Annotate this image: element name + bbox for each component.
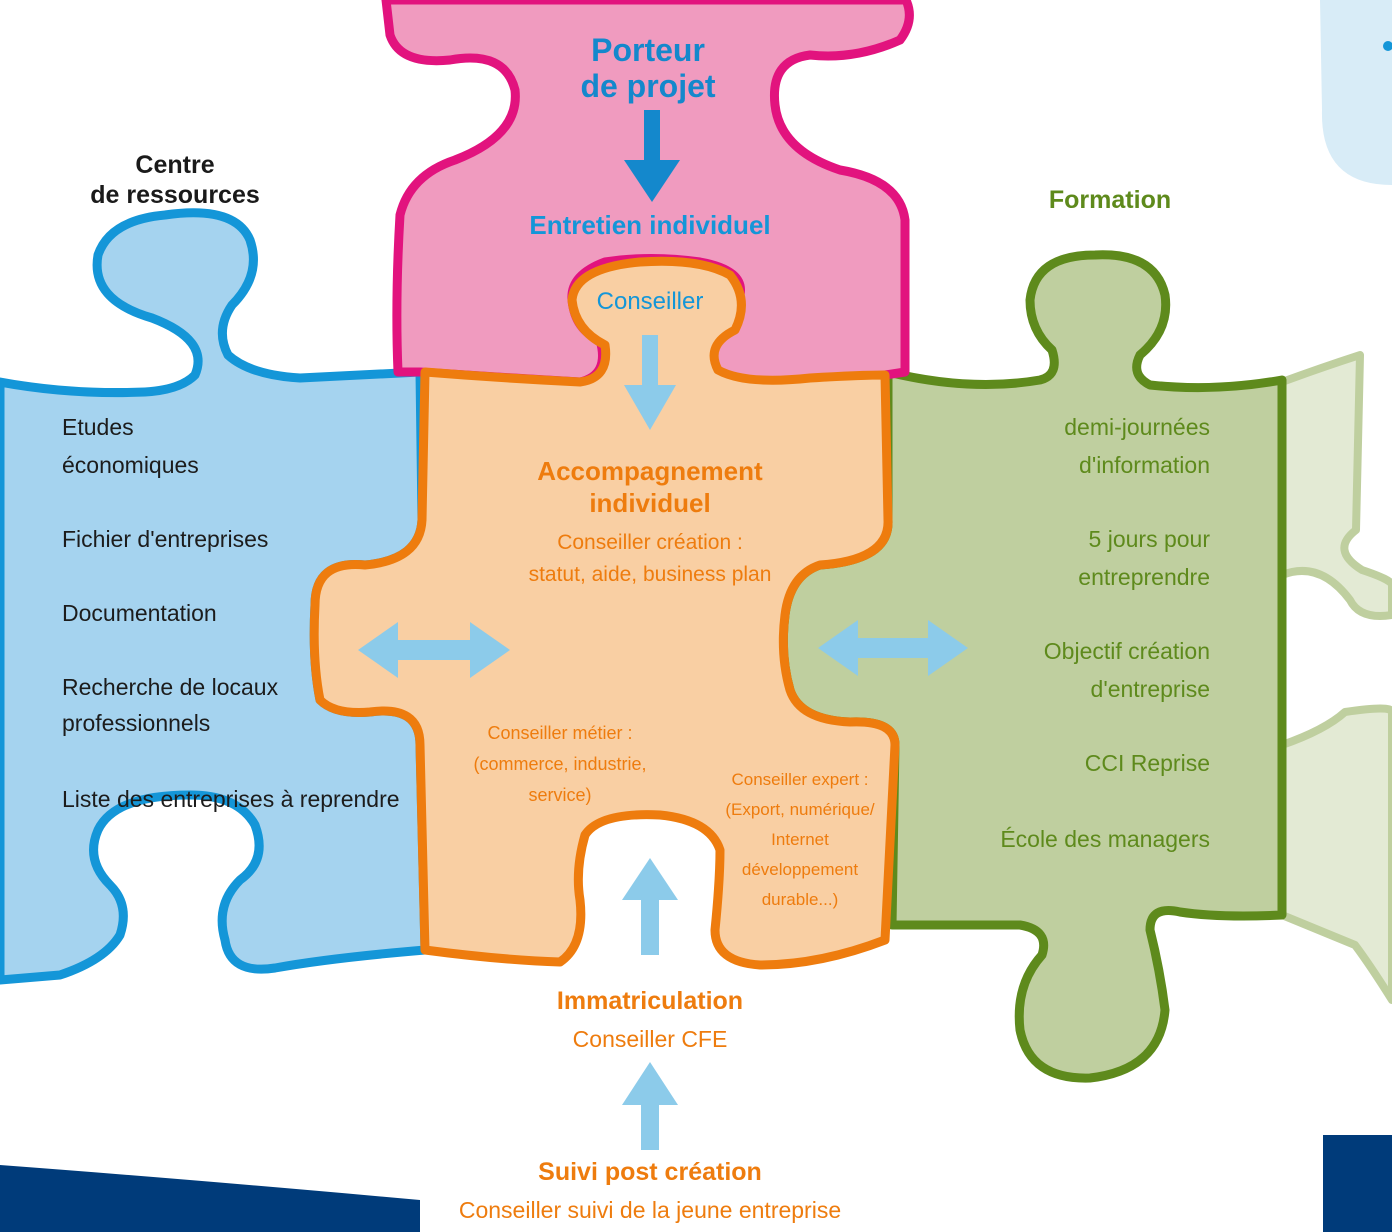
list-item: Recherche de locaux: [62, 674, 279, 700]
list-item: demi-journées: [1064, 414, 1210, 440]
suivi-subtitle: Conseiller suivi de la jeune entreprise: [458, 1197, 842, 1223]
list-item: Etudes: [62, 414, 134, 440]
double-arrow-left: [358, 622, 510, 678]
bottom-right-block: [1323, 1135, 1392, 1232]
conseiller-creation-line2: statut, aide, business plan: [528, 563, 772, 586]
list-item: d'entreprise: [1090, 676, 1210, 702]
suivi-title: Suivi post création: [538, 1158, 762, 1186]
arrow-conseiller-to-accompagnement: [624, 335, 676, 430]
conseiller-creation: Conseiller création : statut, aide, busi…: [490, 527, 810, 591]
entretien-label: Entretien individuel: [529, 210, 771, 240]
conseiller-metier-line2: (commerce, industrie,: [473, 754, 647, 774]
conseiller-expert-line1: Conseiller expert :: [731, 770, 869, 789]
arrow-porteur-to-entretien: [624, 110, 680, 202]
list-item: professionnels: [62, 710, 211, 736]
accompagnement-title-line1: Accompagnement: [537, 456, 763, 486]
list-item: Objectif création: [1043, 638, 1210, 664]
formation-title: Formation: [1048, 186, 1172, 214]
conseiller-label: Conseiller: [596, 288, 704, 315]
centre-title-line2: de ressources: [90, 181, 260, 209]
accompagnement-title: Accompagnement individuel: [480, 455, 820, 519]
conseiller-expert: Conseiller expert : (Export, numérique/ …: [710, 765, 890, 915]
list-item: École des managers: [1000, 826, 1210, 852]
conseiller-cfe: Conseiller CFE: [572, 1026, 728, 1052]
list-item: économiques: [62, 452, 199, 478]
list-item: Documentation: [62, 600, 217, 626]
list-item: d'information: [1079, 452, 1210, 478]
double-arrow-right: [818, 620, 968, 676]
accompagnement-title-line2: individuel: [589, 488, 711, 518]
orange-piece-shape: [309, 256, 900, 970]
conseiller-metier-line3: service): [528, 785, 592, 805]
corner-bullet: [1383, 41, 1392, 51]
porteur-title-line1: Porteur: [591, 32, 705, 68]
conseiller-metier-line1: Conseiller métier :: [487, 723, 633, 743]
list-item: Fichier d'entreprises: [62, 526, 269, 552]
conseiller-expert-line5: durable...): [761, 890, 839, 909]
list-item: entreprendre: [1078, 564, 1210, 590]
centre-title-line1: Centre: [135, 151, 215, 179]
bottom-swoosh: [0, 1165, 420, 1232]
list-item: Liste des entreprises à reprendre: [62, 786, 400, 812]
list-item: CCI Reprise: [1084, 750, 1210, 776]
conseiller-expert-line3: Internet: [771, 830, 829, 849]
conseiller-creation-line1: Conseiller création :: [557, 531, 743, 554]
faded-green-piece: [1278, 351, 1392, 1004]
corner-card: [1320, 0, 1392, 185]
conseiller-expert-line4: développement: [741, 860, 859, 879]
immatriculation-title: Immatriculation: [556, 987, 744, 1015]
conseiller-expert-line2: (Export, numérique/: [725, 800, 875, 819]
arrow-immatriculation-up: [622, 858, 678, 955]
list-item: 5 jours pour: [1088, 526, 1210, 552]
porteur-title: Porteur de projet: [548, 32, 748, 104]
porteur-title-line2: de projet: [580, 68, 716, 104]
conseiller-metier: Conseiller métier : (commerce, industrie…: [460, 718, 660, 811]
arrow-suivi-up: [622, 1062, 678, 1150]
centre-title: Centre de ressources: [50, 150, 300, 210]
